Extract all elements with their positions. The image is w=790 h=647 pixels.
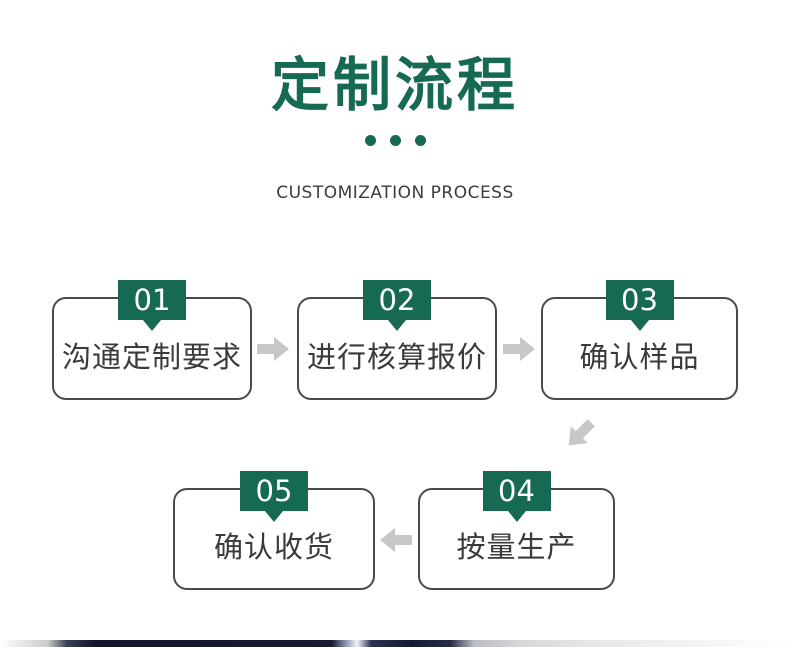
- step-number-badge-05: 05: [240, 471, 308, 522]
- step-number-badge-02: 02: [363, 280, 431, 331]
- step-number-badge-03: 03: [605, 280, 674, 331]
- step-number: 03: [621, 283, 658, 317]
- dot-icon: [364, 135, 376, 146]
- right-arrow-icon: [257, 337, 289, 361]
- badge-tail-icon: [265, 511, 283, 522]
- down-left-arrow-icon: [560, 414, 600, 454]
- badge-tail-icon: [143, 320, 161, 331]
- right-arrow-icon: [503, 337, 535, 361]
- dot-icon: [389, 135, 401, 146]
- step-box-01: 01 沟通定制要求: [52, 280, 252, 400]
- badge-tail-icon: [388, 320, 406, 331]
- section-subtitle: CUSTOMIZATION PROCESS: [276, 183, 514, 203]
- step-label: 确认样品: [579, 339, 700, 374]
- step-box-04: 04 按量生产: [418, 471, 615, 590]
- badge-tail-icon: [507, 511, 526, 522]
- step-label: 确认收货: [213, 530, 334, 564]
- next-section-photo-edge: [0, 640, 790, 647]
- step-box-03: 03 确认样品: [541, 280, 738, 400]
- step-number-badge-04: 04: [482, 471, 551, 522]
- step-label: 按量生产: [456, 530, 577, 564]
- step-box-02: 02 进行核算报价: [297, 280, 497, 400]
- step-number: 05: [255, 474, 293, 508]
- step-number: 02: [378, 283, 416, 317]
- step-label: 进行核算报价: [306, 339, 487, 374]
- left-arrow-icon: [380, 528, 412, 552]
- section-title: 定制流程: [270, 51, 519, 119]
- step-box-05: 05 确认收货: [173, 471, 375, 590]
- badge-tail-icon: [630, 320, 649, 331]
- title-dots-decoration: [0, 135, 790, 146]
- step-number-badge-01: 01: [118, 280, 186, 331]
- dot-icon: [414, 135, 426, 146]
- step-label: 沟通定制要求: [61, 339, 242, 374]
- step-number: 01: [133, 283, 171, 317]
- step-number: 04: [498, 474, 535, 508]
